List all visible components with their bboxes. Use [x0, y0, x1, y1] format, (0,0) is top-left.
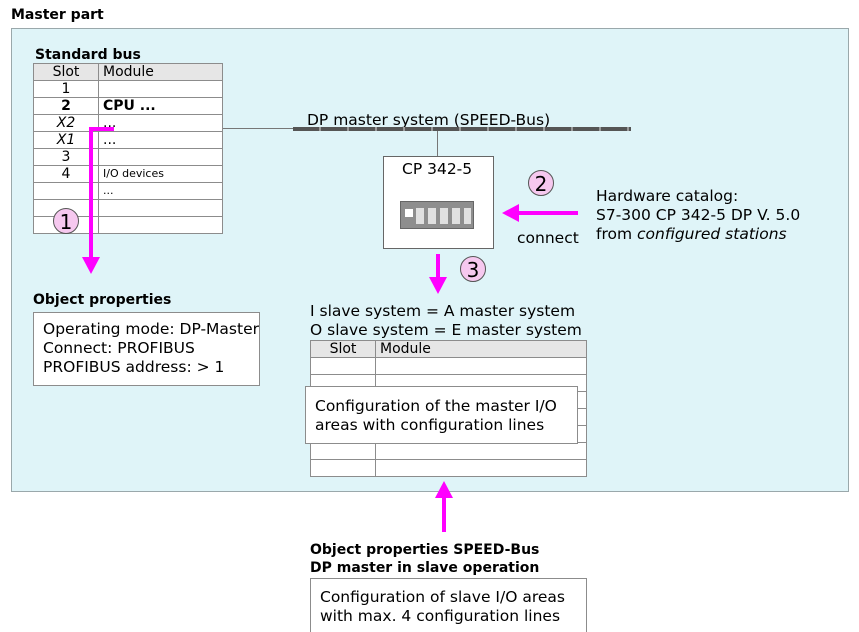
- bus-drop-line: [437, 131, 438, 157]
- object-properties-line: PROFIBUS address: > 1: [43, 358, 225, 376]
- slot-header: Slot: [310, 340, 376, 358]
- master-part-title: Master part: [11, 7, 104, 23]
- object-properties-line: Operating mode: DP-Master: [43, 320, 259, 338]
- step-badge-2: 2: [528, 170, 554, 196]
- standard-bus-title: Standard bus: [35, 47, 141, 63]
- speed-bus-properties-box: Configuration of slave I/O areas with ma…: [310, 578, 587, 632]
- module-cell: [98, 216, 223, 234]
- bus-connector-line: [223, 128, 293, 129]
- dp-master-system-label: DP master system (SPEED-Bus): [307, 111, 551, 129]
- cp-module-box: CP 342-5: [383, 156, 494, 249]
- module-cell: CPU ...: [98, 97, 223, 115]
- config-master-box: Configuration of the master I/O areas wi…: [305, 386, 578, 444]
- cp-module-icon: [400, 201, 474, 229]
- hardware-catalog-line3: from configured stations: [596, 225, 800, 244]
- speed-bus-properties-line: Configuration of slave I/O areas: [320, 588, 565, 606]
- table-row: [310, 459, 587, 477]
- table-row: 1: [33, 80, 223, 98]
- speed-bus-title-line2: DP master in slave operation: [310, 560, 540, 576]
- cp-module-label: CP 342-5: [402, 160, 473, 178]
- module-header: Module: [98, 63, 223, 81]
- slave-system-line2: O slave system = E master system: [310, 321, 582, 339]
- slot-header: Slot: [33, 63, 99, 81]
- slave-system-line1: I slave system = A master system: [310, 302, 576, 320]
- arrow-2-head: [502, 204, 519, 222]
- step-badge-3: 3: [460, 256, 486, 282]
- config-master-line: areas with configuration lines: [315, 416, 545, 434]
- object-properties-box: Operating mode: DP-Master Connect: PROFI…: [33, 312, 260, 386]
- hardware-catalog-line3-prefix: from: [596, 225, 637, 243]
- table-header-row: Slot Module: [33, 63, 223, 81]
- step-badge-1: 1: [53, 208, 79, 234]
- speed-bus-line: [293, 127, 631, 131]
- arrow-1-line: [89, 127, 114, 258]
- object-properties-line: Connect: PROFIBUS: [43, 339, 195, 357]
- hardware-catalog-text: Hardware catalog: S7-300 CP 342-5 DP V. …: [596, 187, 800, 244]
- arrow-1-head: [82, 257, 100, 274]
- slave-system-text: I slave system = A master system O slave…: [310, 302, 582, 340]
- config-master-line: Configuration of the master I/O: [315, 397, 557, 415]
- hardware-catalog-line2: S7-300 CP 342-5 DP V. 5.0: [596, 206, 801, 224]
- table-row: [310, 357, 587, 375]
- slot-cell: X2: [33, 114, 99, 132]
- table-row: [310, 442, 587, 460]
- speed-bus-title-line1: Object properties SPEED-Bus: [310, 542, 540, 558]
- hardware-catalog-line3-italic: configured stations: [637, 225, 787, 243]
- connect-label: connect: [517, 229, 579, 247]
- speed-bus-properties-line: with max. 4 configuration lines: [320, 607, 561, 625]
- hardware-catalog-line1: Hardware catalog:: [596, 187, 739, 205]
- arrow-4-head: [435, 481, 453, 498]
- arrow-3-head: [429, 277, 447, 294]
- module-header: Module: [375, 340, 587, 358]
- table-row: X1...: [33, 131, 223, 149]
- object-properties-title: Object properties: [33, 292, 172, 308]
- table-header-row: Slot Module: [310, 340, 587, 358]
- speed-bus-properties-title: Object properties SPEED-Bus DP master in…: [310, 541, 539, 577]
